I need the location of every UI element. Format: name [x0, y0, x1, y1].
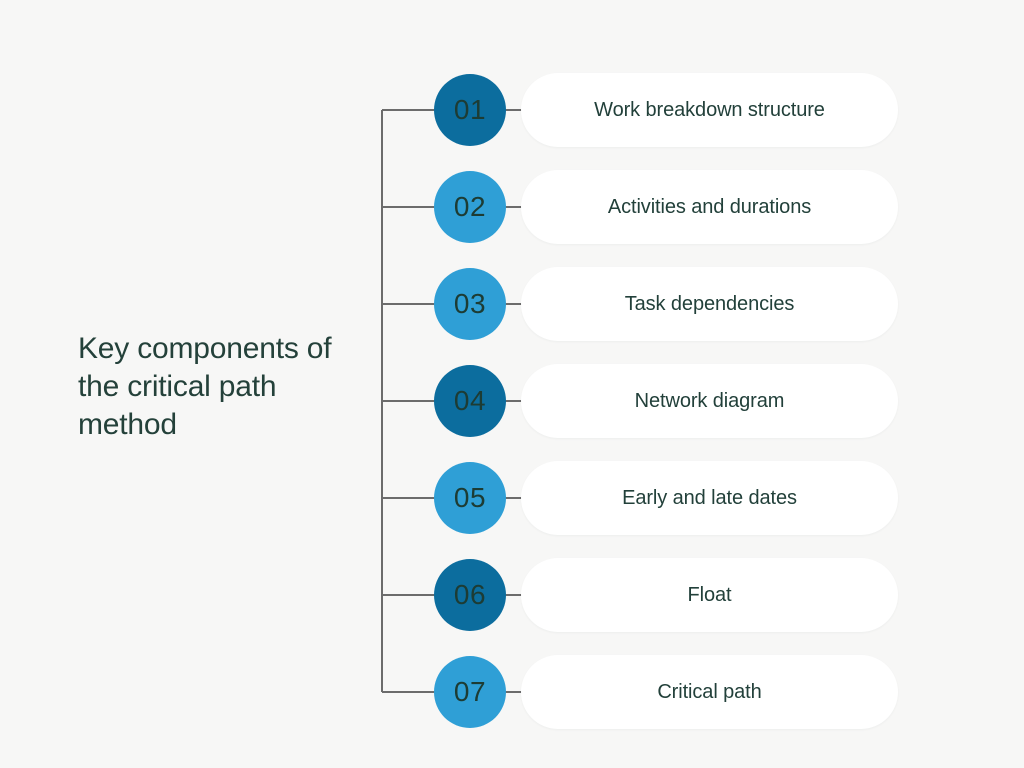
step-card[interactable]: Activities and durations — [521, 170, 898, 244]
step-number: 03 — [453, 288, 487, 319]
step-label: Critical path — [657, 680, 762, 703]
step-number-badge[interactable]: 05 — [434, 462, 506, 534]
step-label: Activities and durations — [607, 195, 812, 218]
step-label: Float — [687, 583, 732, 606]
step-card[interactable]: Critical path — [521, 655, 898, 729]
step-number: 01 — [453, 94, 487, 125]
step-number: 06 — [453, 579, 487, 610]
step-number-badge[interactable]: 03 — [434, 268, 506, 340]
step-number-badge[interactable]: 01 — [434, 74, 506, 146]
step-number: 07 — [453, 676, 487, 707]
step-label: Network diagram — [634, 389, 785, 412]
step-label: Early and late dates — [622, 486, 797, 509]
step-card[interactable]: Task dependencies — [521, 267, 898, 341]
step-number: 05 — [453, 482, 487, 513]
step-label: Work breakdown structure — [594, 98, 825, 121]
step-card[interactable]: Network diagram — [521, 364, 898, 438]
step-number: 04 — [453, 385, 487, 416]
step-number-badge[interactable]: 07 — [434, 656, 506, 728]
step-card[interactable]: Early and late dates — [521, 461, 898, 535]
step-card[interactable]: Float — [521, 558, 898, 632]
step-number-badge[interactable]: 04 — [434, 365, 506, 437]
page-title: Key components of the critical path meth… — [78, 332, 332, 441]
step-number-badge[interactable]: 02 — [434, 171, 506, 243]
step-card[interactable]: Work breakdown structure — [521, 73, 898, 147]
step-number-badge[interactable]: 06 — [434, 559, 506, 631]
step-number: 02 — [453, 191, 487, 222]
step-label: Task dependencies — [624, 292, 795, 315]
